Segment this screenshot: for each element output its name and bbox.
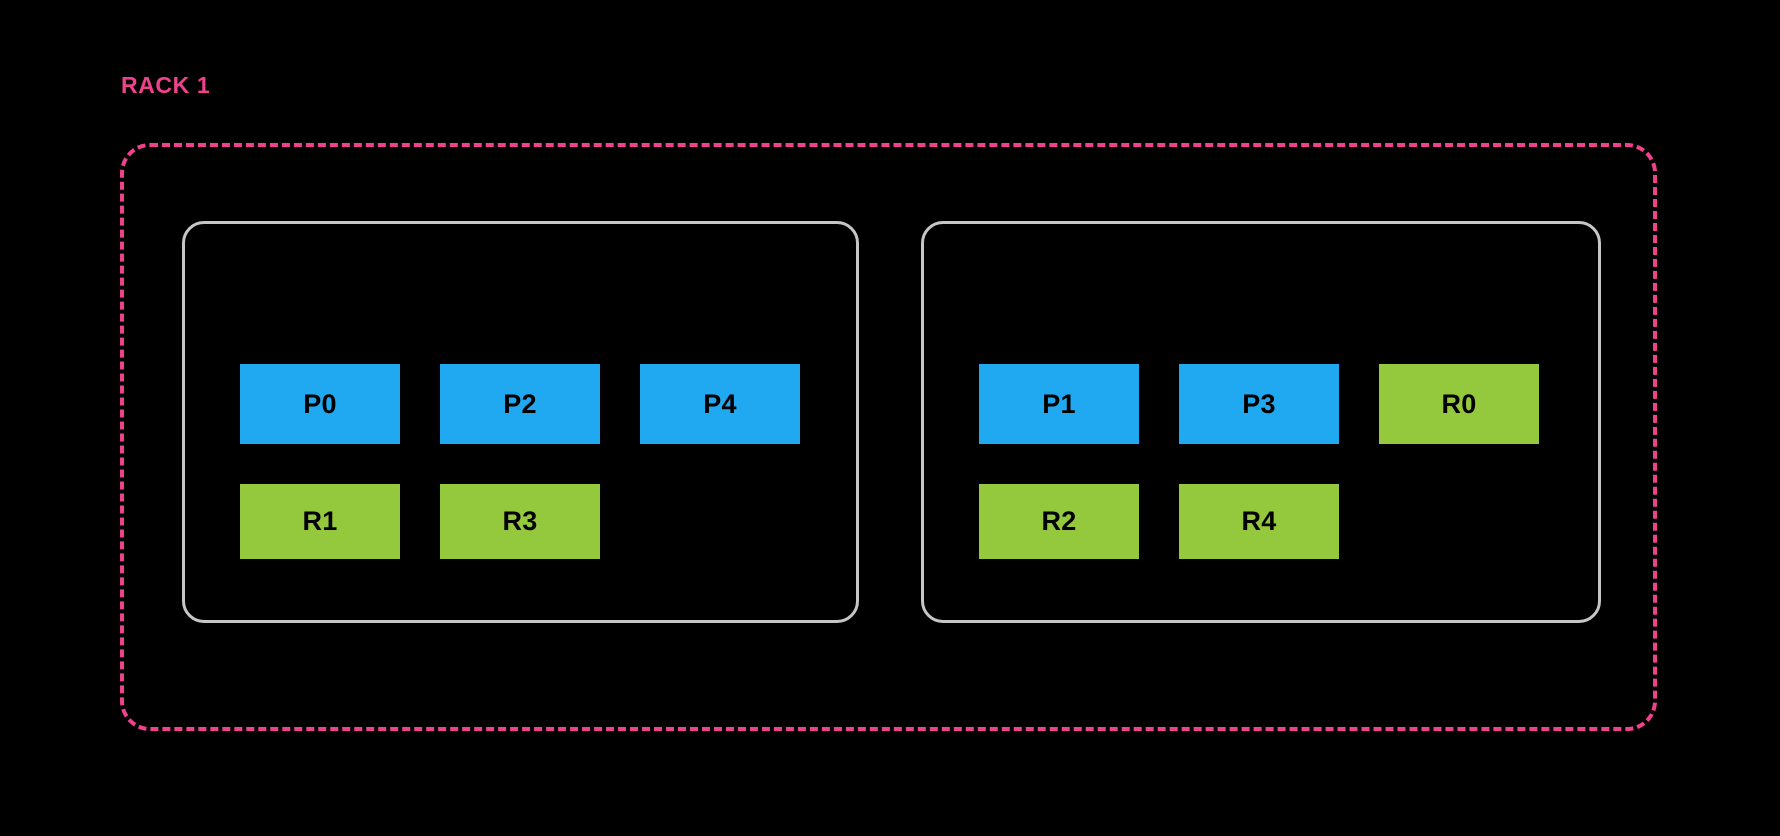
shard-replica-r2: R2 [979, 484, 1139, 559]
shard-replica-r3: R3 [440, 484, 600, 559]
shard-primary-p0: P0 [240, 364, 400, 444]
shard-replica-r4: R4 [1179, 484, 1339, 559]
shard-primary-p2: P2 [440, 364, 600, 444]
shard-replica-r0: R0 [1379, 364, 1539, 444]
node-panel-b [921, 221, 1601, 623]
rack-boundary [120, 143, 1657, 731]
shard-primary-p4: P4 [640, 364, 800, 444]
shard-replica-r1: R1 [240, 484, 400, 559]
shard-primary-p3: P3 [1179, 364, 1339, 444]
shard-primary-p1: P1 [979, 364, 1139, 444]
node-panel-a [182, 221, 859, 623]
rack-label: RACK 1 [121, 72, 211, 98]
